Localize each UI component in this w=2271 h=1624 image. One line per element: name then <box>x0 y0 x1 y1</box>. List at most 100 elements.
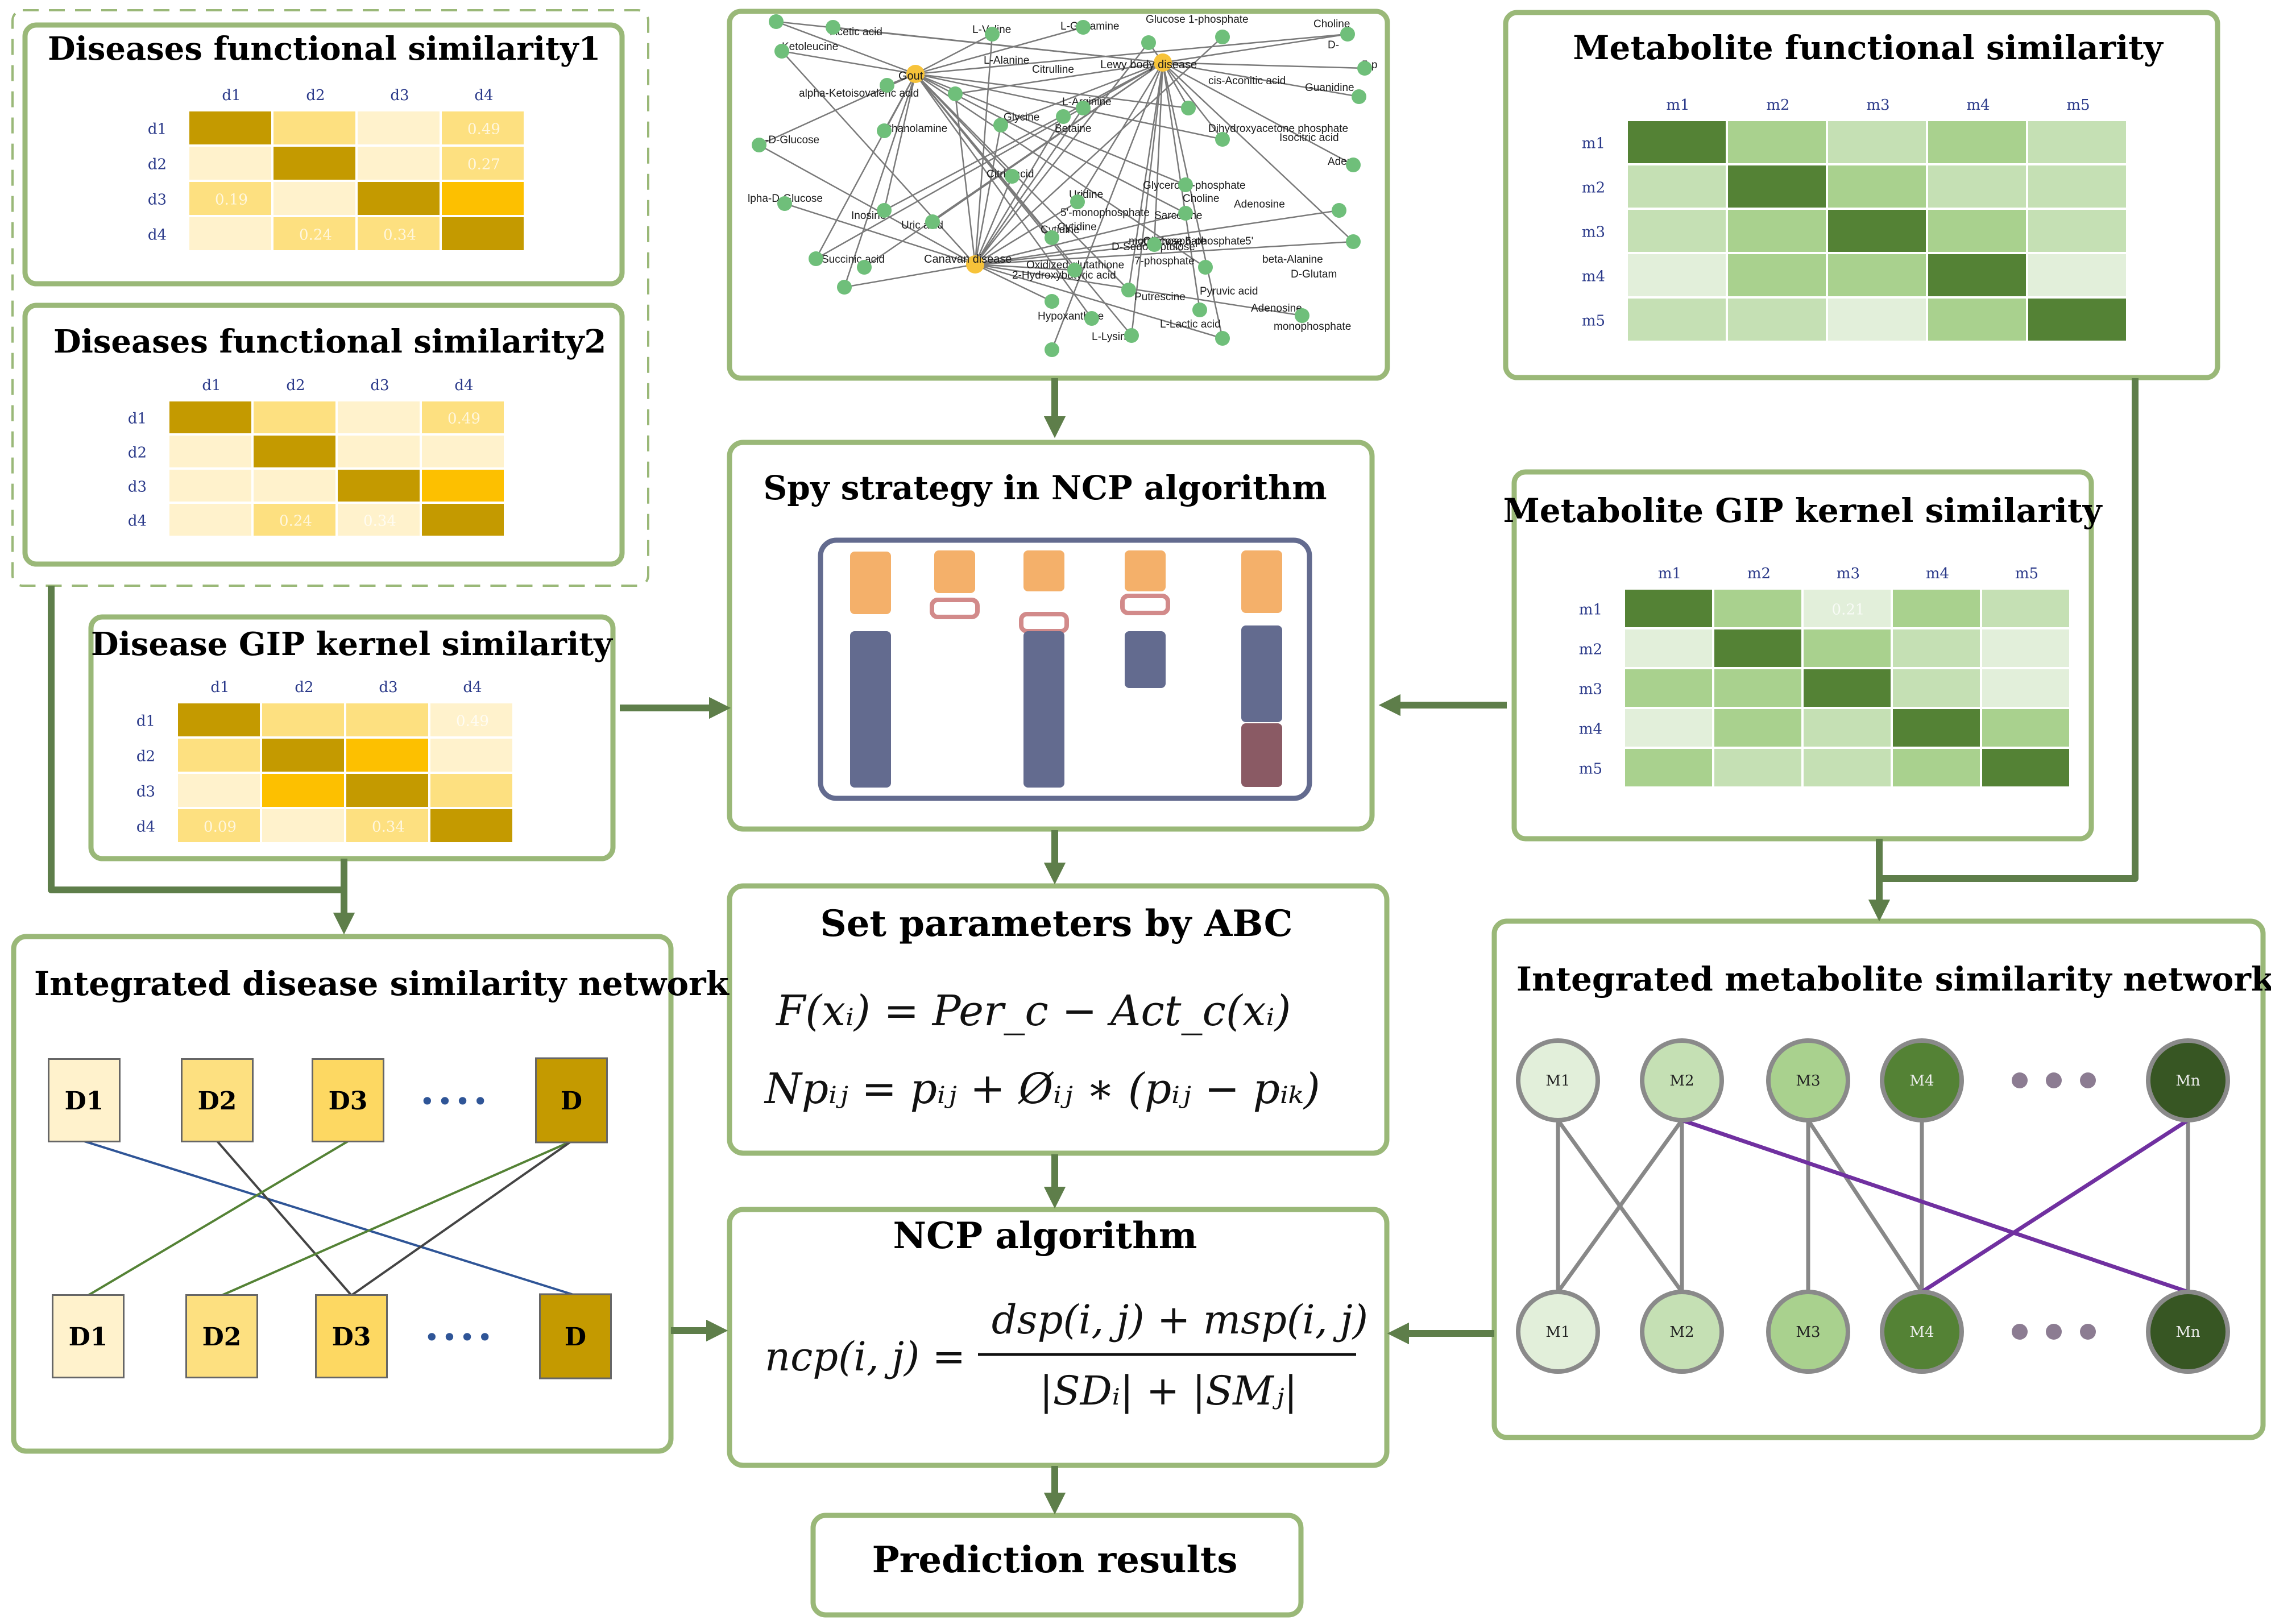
metabolite-node <box>1147 237 1162 252</box>
disease-node <box>181 1058 254 1142</box>
matrix-cell <box>442 182 524 215</box>
column-label: d1 <box>202 377 221 394</box>
row-label: d4 <box>148 227 167 244</box>
matrix-cell <box>189 111 271 144</box>
metabolite-node <box>925 214 940 229</box>
matrix-cell <box>2028 299 2126 341</box>
metabolite-node <box>1056 109 1071 124</box>
matrix-cell <box>1928 210 2026 252</box>
column-label: d3 <box>379 679 397 696</box>
panel-integrated-metabolite-network: Integrated metabolite similarity network… <box>1491 918 2271 1440</box>
column-label: m4 <box>1926 565 1949 582</box>
metabolite-node <box>752 138 766 152</box>
matrix-cell <box>338 436 420 467</box>
metabolite-node <box>1340 27 1355 42</box>
column-label: d1 <box>210 679 229 696</box>
metabolite-node-label: Dihydroxyacetone phosphate <box>1208 123 1348 135</box>
row-label: d2 <box>128 445 147 462</box>
matrix-cell <box>262 774 344 807</box>
metabolite-node <box>837 280 852 295</box>
row-label: m2 <box>1579 641 1602 658</box>
matrix-cell <box>1828 299 1926 341</box>
metabolite-node-label: M1 <box>1545 1072 1570 1089</box>
matrix-cell <box>262 703 344 736</box>
metabolite-node-label: -D-Glucose <box>765 134 819 146</box>
similarity-edge <box>221 1140 572 1296</box>
metabolite-node-label: alpha-Ketoisovaleric acid <box>799 88 919 100</box>
matrix-cell <box>422 470 504 502</box>
network-edge <box>1128 62 1164 291</box>
panel-spy-strategy: Spy strategy in NCP algorithm <box>727 440 1375 832</box>
column-label: d2 <box>286 377 305 394</box>
matrix-cell <box>254 470 335 502</box>
matrix-cell <box>2028 210 2126 252</box>
matrix-cell <box>1982 590 2069 627</box>
network-edge <box>884 61 1163 212</box>
disease-node-label: D2 <box>202 1323 242 1352</box>
row-label: d3 <box>148 192 167 209</box>
spy-top-block <box>1023 550 1064 591</box>
network-edge <box>883 73 917 211</box>
metabolite-node <box>769 14 784 29</box>
matrix-cell <box>178 809 260 842</box>
metabolite-node <box>1045 230 1059 245</box>
metabolite-node <box>2146 1038 2230 1122</box>
disease-node-label: D3 <box>332 1323 371 1352</box>
panel-title: Disease GIP kernel similarity <box>91 625 613 663</box>
matrix-cell <box>346 703 428 736</box>
matrix-cell <box>273 217 355 250</box>
matrix-cell <box>2028 165 2126 208</box>
metabolite-node-label: 2-Hydroxybutyric acid <box>1012 270 1116 281</box>
fitness-equation: F(xᵢ) = Per_c − Act_c(xᵢ) <box>775 987 1291 1035</box>
metabolite-node-label: D-Glutam <box>1291 268 1337 280</box>
spy-marker <box>930 598 980 619</box>
metabolite-node-label: beta-Alanine <box>1262 254 1323 266</box>
column-label: m5 <box>2015 565 2038 582</box>
network-edge <box>1162 61 1365 69</box>
ellipsis-dot <box>2046 1324 2062 1340</box>
panel-title: NCP algorithm <box>893 1215 1197 1257</box>
matrix-cell <box>1714 590 1801 627</box>
association-network: Acetic acidL-ValineL-GlutamineGlucose 1-… <box>748 14 1377 357</box>
metabolite-node <box>826 20 840 35</box>
panel-integrated-disease-network: Integrated disease similarity network D1… <box>11 934 730 1454</box>
metabolite-node <box>1178 206 1193 221</box>
column-label: m2 <box>1747 565 1771 582</box>
disease-node-label: D3 <box>329 1087 368 1116</box>
panel-abc: Set parameters by ABC F(xᵢ) = Per_c − Ac… <box>727 883 1390 1156</box>
network-edge <box>915 33 993 75</box>
metabolite-node-label: Mn <box>2175 1324 2200 1341</box>
metabolite-node <box>809 251 823 266</box>
panel-title: Diseases functional similarity2 <box>53 323 606 361</box>
spy-body-block <box>850 631 891 788</box>
matrix-cell <box>273 111 355 144</box>
metabolite-node-label: M4 <box>1909 1072 1934 1089</box>
network-edge <box>915 26 1084 75</box>
matrix-cell <box>346 774 428 807</box>
metabolite-node <box>1076 101 1091 115</box>
row-label: m4 <box>1579 721 1602 738</box>
matrix-cell <box>1728 165 1826 208</box>
panel-prediction-results: Prediction results <box>810 1513 1304 1618</box>
matrix-cell <box>358 111 440 144</box>
matrix-cell <box>262 809 344 842</box>
matrix-cell <box>1625 669 1712 707</box>
metabolite-node-label: L-Lactic acid <box>1160 318 1221 330</box>
metabolite-node-label: Citrulline <box>1032 64 1074 76</box>
disease-node <box>312 1058 384 1142</box>
disease-node-label: D2 <box>198 1087 237 1116</box>
network-edge <box>915 73 1132 336</box>
column-label: d4 <box>463 679 482 696</box>
spy-lower-block <box>1241 723 1282 787</box>
matrix-cell <box>1714 749 1801 786</box>
matrix-cell <box>1625 590 1712 627</box>
matrix-cell <box>1893 669 1980 707</box>
matrix-cell <box>1728 299 1826 341</box>
metabolite-node <box>2146 1290 2230 1374</box>
matrix-cell <box>1982 669 2069 707</box>
disease-node <box>185 1294 258 1378</box>
matrix-cell <box>1628 121 1726 163</box>
metabolite-node <box>877 203 892 218</box>
